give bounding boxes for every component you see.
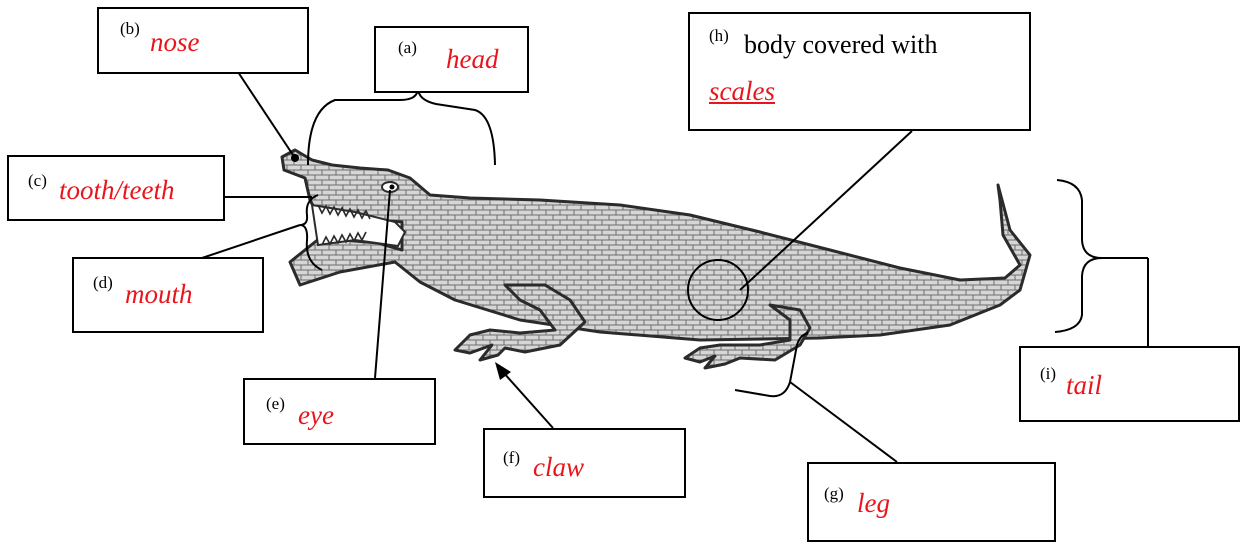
label-box-teeth: (c) tooth/teeth [7,155,225,221]
claw-arrow [495,362,553,428]
label-box-claw: (f) claw [483,428,686,498]
label-text-nose: nose [150,27,200,58]
label-text-eye: eye [298,400,334,431]
label-box-tail: (i) tail [1019,346,1240,422]
leg-pointer [790,382,897,462]
label-letter-b: (b) [120,19,140,39]
label-letter-c: (c) [28,171,47,191]
label-box-scales: (h) body covered with scales [688,12,1031,131]
nose-pointer [238,72,293,155]
label-letter-i: (i) [1040,364,1056,384]
label-box-nose: (b) nose [97,7,309,74]
label-text-teeth: tooth/teeth [59,175,174,206]
label-text-scales: scales [709,76,775,107]
label-letter-a: (a) [398,38,417,58]
label-letter-h: (h) [709,26,729,46]
label-box-leg: (g) leg [807,462,1056,542]
label-box-eye: (e) eye [243,378,436,445]
label-letter-f: (f) [503,448,520,468]
tail-bracket [1055,180,1102,332]
label-text-head: head [446,44,498,75]
head-bracket [308,88,495,165]
mouth-pointer [202,225,300,258]
label-text-mouth: mouth [125,279,193,310]
label-box-head: (a) head [374,26,529,93]
label-box-mouth: (d) mouth [72,257,264,333]
label-text-leg: leg [857,488,890,519]
crocodile-illustration [282,150,1030,368]
label-text-claw: claw [533,452,584,483]
label-letter-e: (e) [266,394,285,414]
label-text-tail: tail [1066,370,1102,401]
label-letter-d: (d) [93,273,113,293]
label-prefix-scales: body covered with [744,30,938,60]
label-letter-g: (g) [824,484,844,504]
